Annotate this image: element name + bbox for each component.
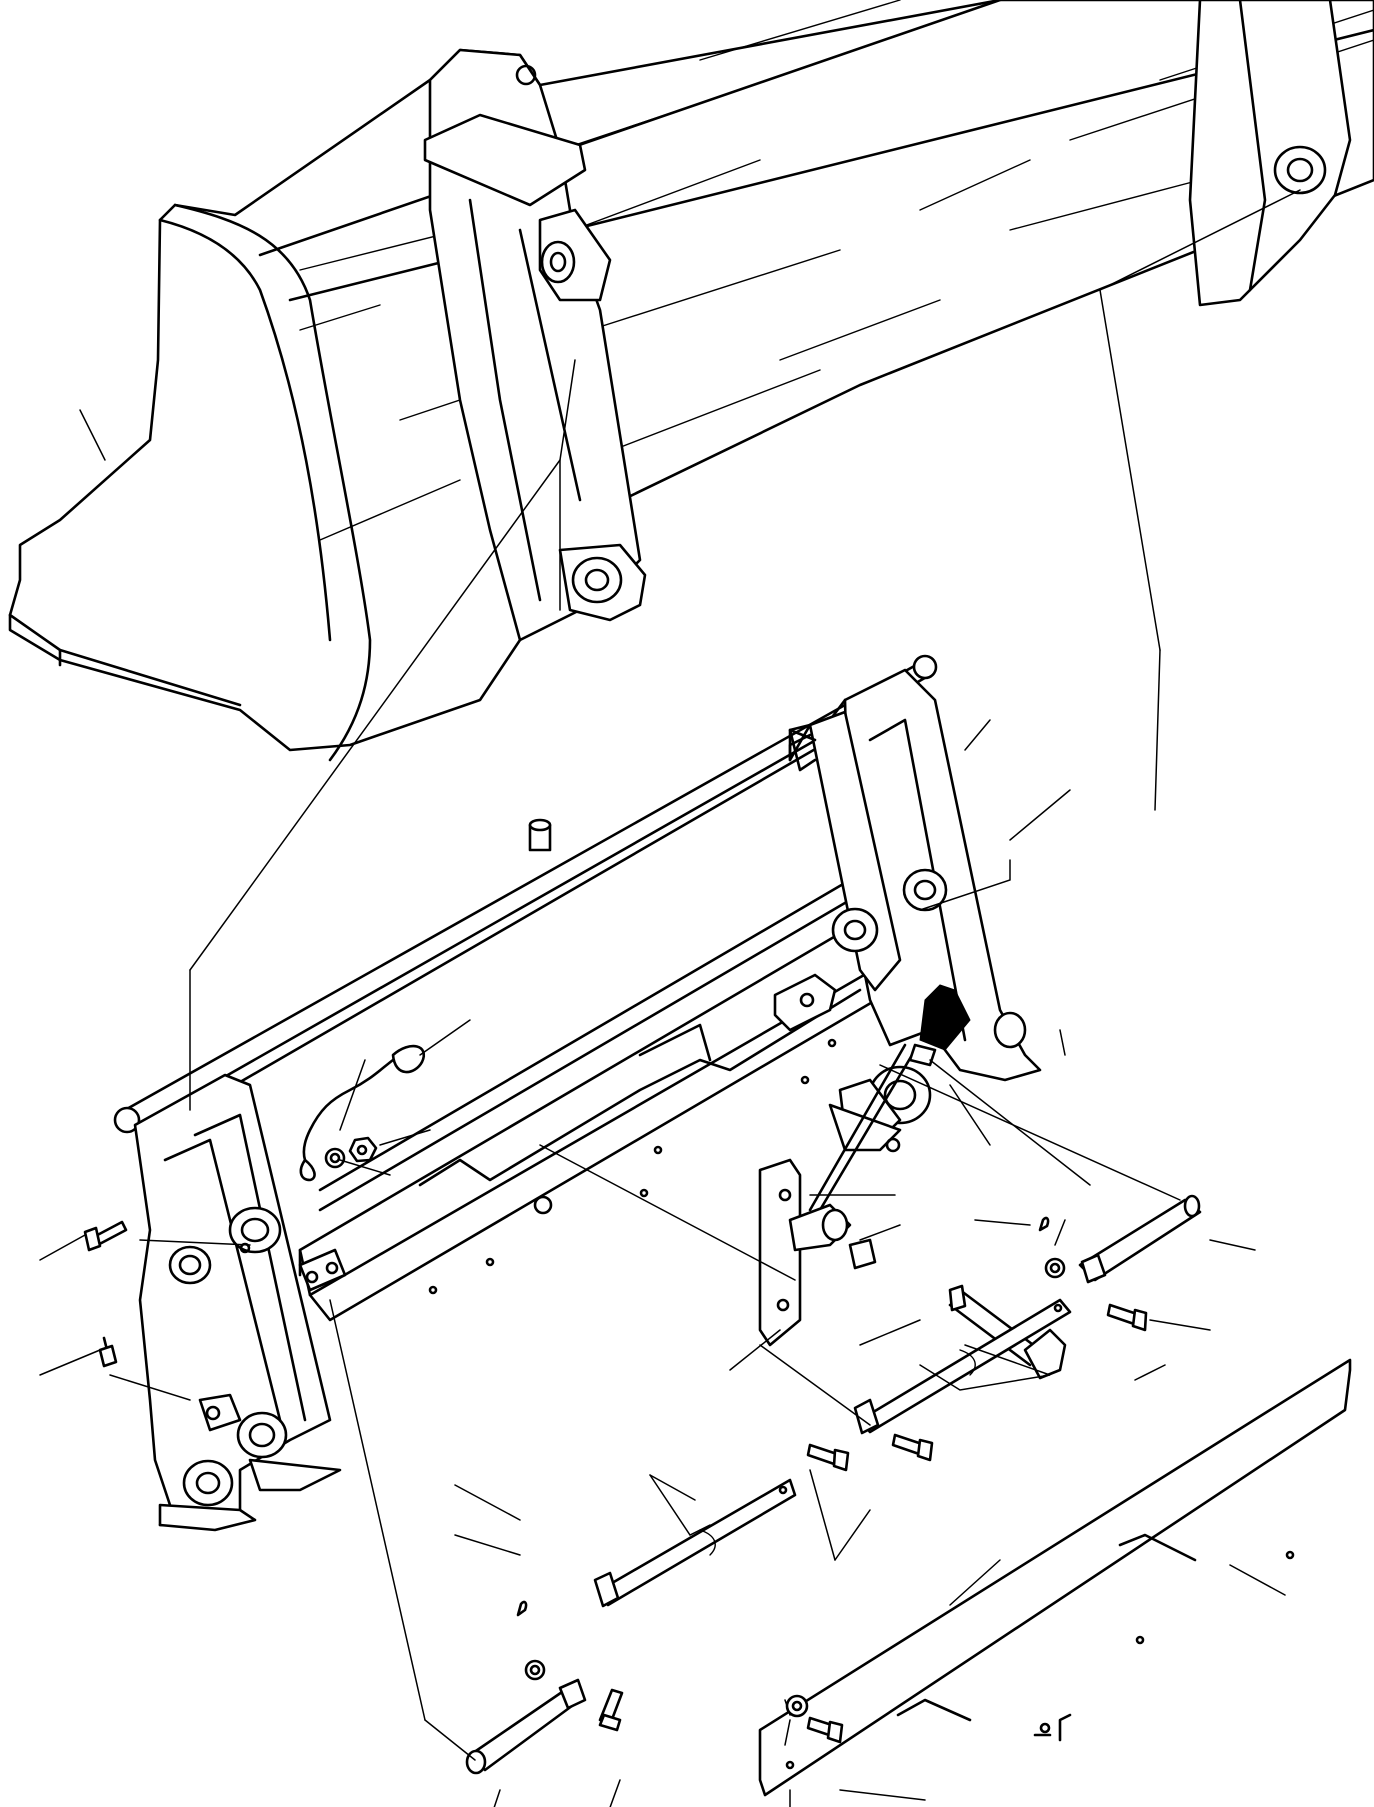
- coupler-frame: [113, 654, 1042, 1532]
- bucket: [8, 0, 1374, 762]
- leader-lines: [39, 189, 1301, 1807]
- small-parts: [83, 984, 1352, 1797]
